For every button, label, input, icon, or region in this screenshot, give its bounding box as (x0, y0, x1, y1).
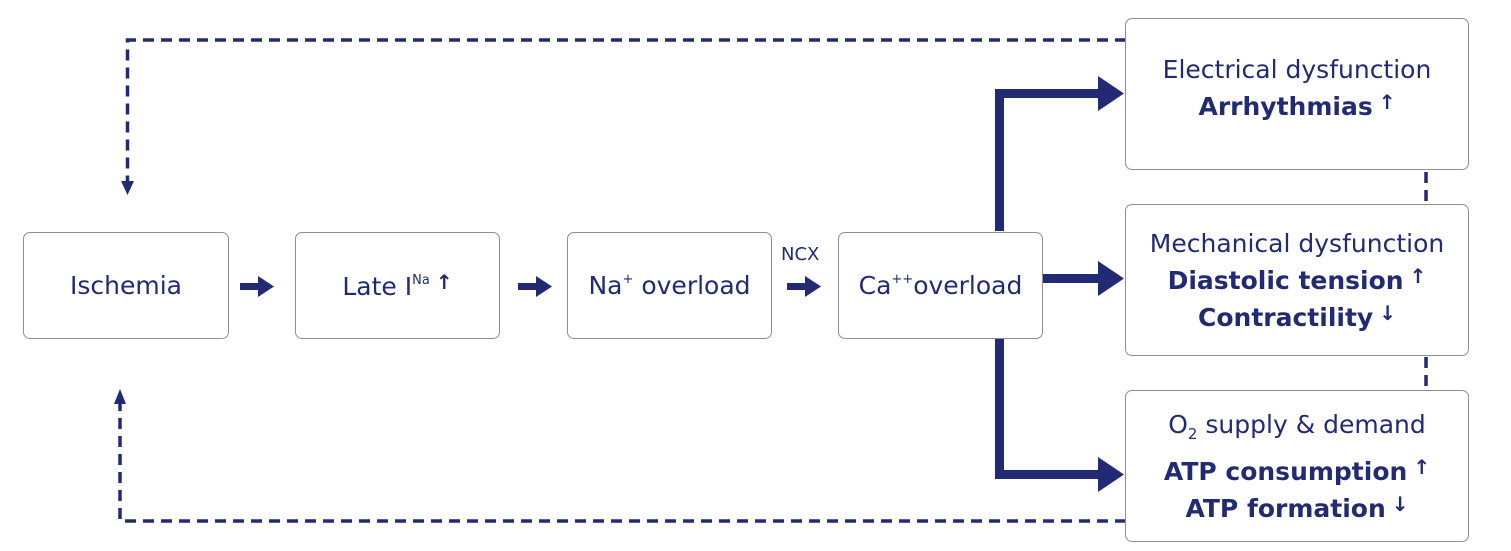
na-charge: + (622, 272, 634, 287)
ca-overload-box: Ca++overload (838, 232, 1043, 339)
arrow-to-mechanical-dysfunction (1043, 261, 1124, 296)
feedback-loop-top (125, 38, 1126, 183)
oxygen-symbol: O (1168, 409, 1188, 439)
ca-symbol: Ca (858, 271, 892, 300)
feedback-arrowhead-top (121, 181, 134, 195)
atp-formation-line: ATP formation↓ (1185, 488, 1408, 525)
ischemia-label: Ischemia (70, 271, 182, 300)
arrow-up-icon: ↑ (1378, 90, 1396, 114)
na-overload-line: Na+ overload (588, 271, 750, 300)
ischemia-box: Ischemia (23, 232, 229, 339)
arrow-down-icon: ↓ (1391, 491, 1409, 516)
arrhythmias-label: Arrhythmias (1198, 92, 1373, 121)
arrow-up-icon: ↑ (1413, 454, 1431, 479)
diastolic-tension-line: Diastolic tension↑ (1168, 260, 1427, 297)
atp-consumption-line: ATP consumption↑ (1164, 451, 1430, 488)
na-symbol: Na (588, 271, 623, 300)
na-overload-label: overload (641, 271, 751, 300)
arrow-up-icon: ↑ (1409, 263, 1427, 288)
oxygen-supply-demand-box: O2 supply & demand ATP consumption↑ ATP … (1125, 390, 1469, 542)
mechanical-dysfunction-box: Mechanical dysfunction Diastolic tension… (1125, 204, 1469, 356)
late-ina-superscript: Na (412, 273, 430, 288)
feedback-loop-bottom (118, 402, 1126, 523)
oxygen-supply-demand-title: O2 supply & demand (1168, 408, 1426, 451)
late-ina-line: Late INa ↑ (342, 270, 452, 301)
arrow-na-to-ca-overload (787, 276, 821, 297)
electrical-dysfunction-title: Electrical dysfunction (1162, 55, 1432, 84)
arrow-late-ina-to-na-overload (518, 276, 552, 297)
contractility-label: Contractility (1198, 302, 1374, 332)
atp-consumption-label: ATP consumption (1163, 456, 1408, 486)
feedback-arrowhead-bottom (114, 389, 126, 404)
atp-formation-label: ATP formation (1185, 493, 1386, 523)
ca-overload-line: Ca++overload (859, 271, 1023, 300)
electrical-dysfunction-box: Electrical dysfunction Arrhythmias↑ (1125, 18, 1469, 170)
arrow-to-electrical-dysfunction (995, 76, 1124, 231)
arrow-ischemia-to-late-ina (240, 276, 274, 297)
arrow-up-icon: ↑ (435, 270, 453, 294)
contractility-line: Contractility↓ (1198, 297, 1396, 334)
arrow-to-oxygen-supply-demand (995, 339, 1124, 492)
diastolic-tension-label: Diastolic tension (1167, 265, 1404, 295)
late-ina-box: Late INa ↑ (295, 232, 500, 339)
mechanical-dysfunction-title: Mechanical dysfunction (1149, 228, 1445, 258)
ca-overload-label: overload (913, 271, 1023, 300)
arrhythmias-line: Arrhythmias↑ (1199, 86, 1396, 123)
ca-charge: ++ (891, 272, 914, 287)
oxygen-subscript: 2 (1187, 424, 1198, 443)
na-overload-box: Na+ overload (567, 232, 772, 339)
supply-demand-label: supply & demand (1197, 409, 1426, 439)
late-ina-label: Late I (342, 272, 413, 301)
arrow-down-icon: ↓ (1379, 300, 1396, 325)
ncx-label: NCX (781, 244, 820, 265)
